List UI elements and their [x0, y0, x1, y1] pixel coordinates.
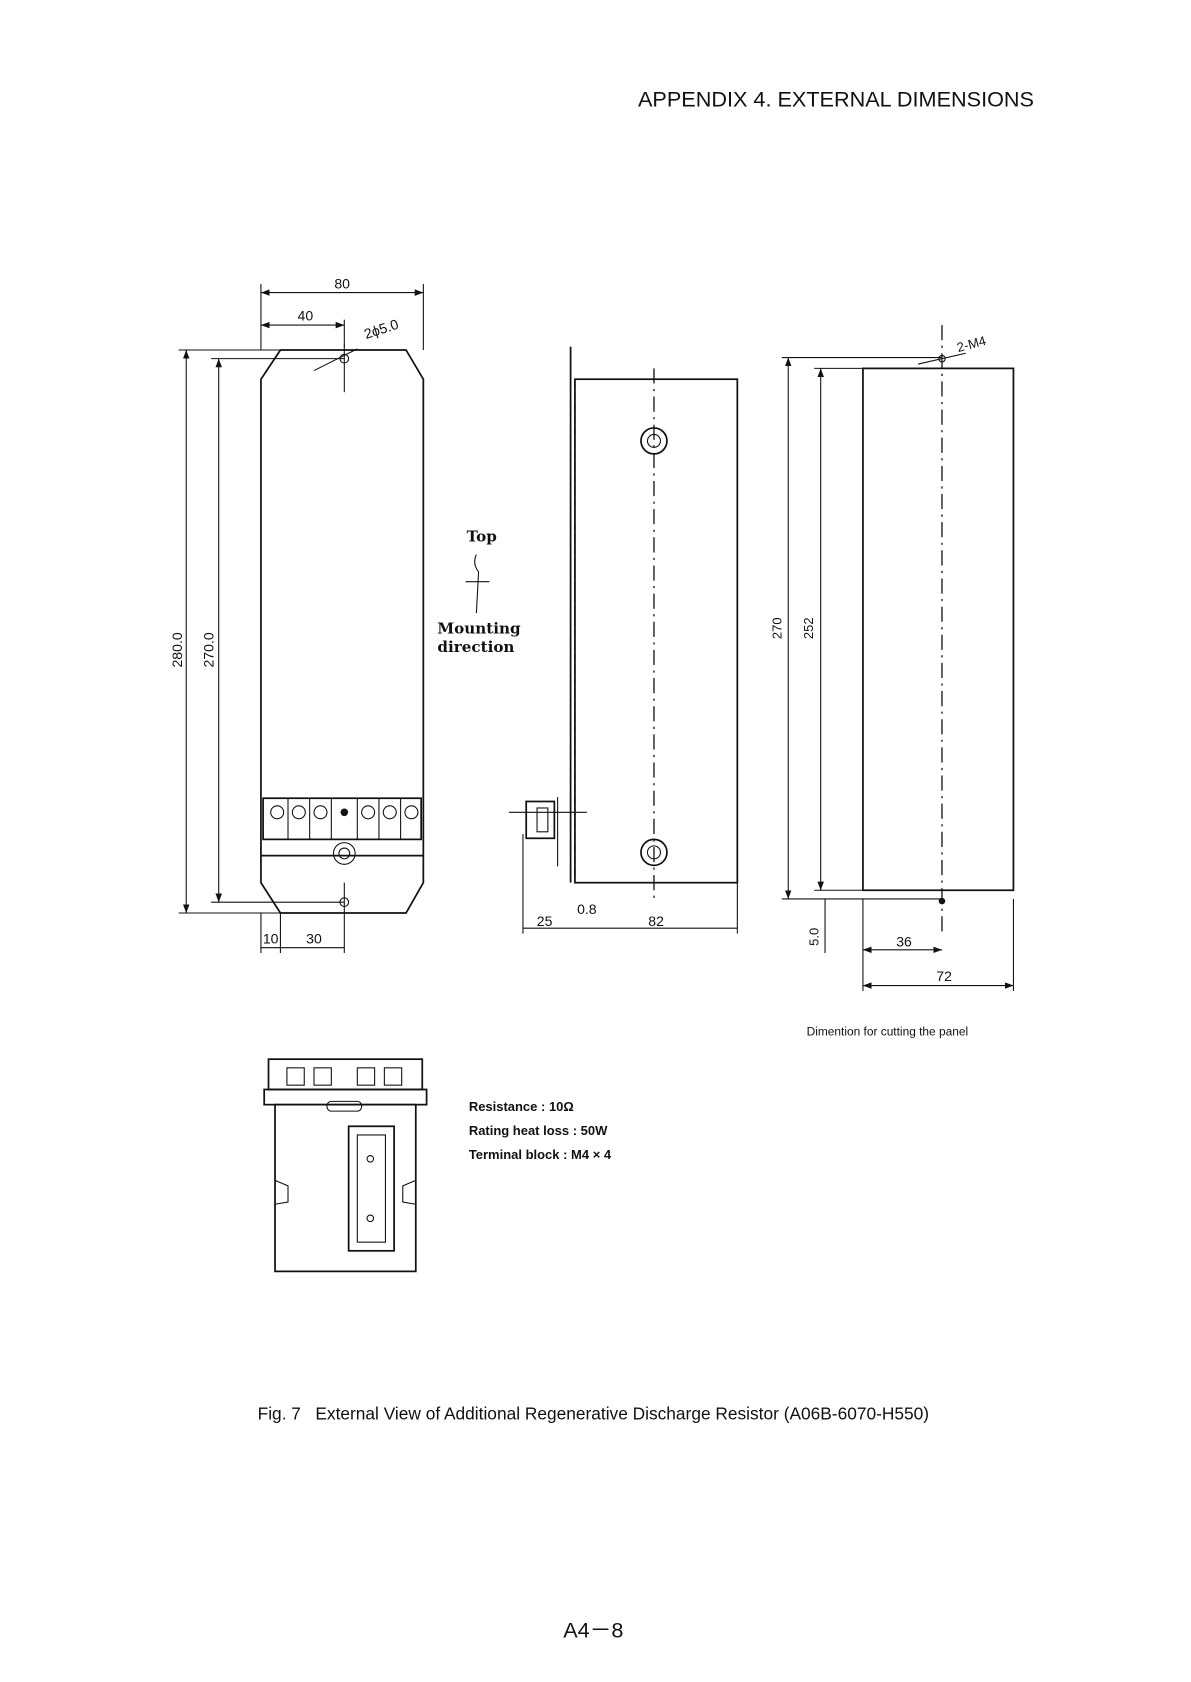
mounting-direction-note: Top Mounting direction	[437, 528, 521, 656]
dim-height-280: 280.0	[169, 632, 185, 667]
dim-flange-25: 25	[537, 913, 553, 929]
page-header: APPENDIX 4. EXTERNAL DIMENSIONS	[638, 86, 1034, 111]
page-number: A4－8	[563, 1617, 623, 1642]
panel-cut-caption: Dimention for cutting the panel	[807, 1024, 969, 1038]
dim-hole-offset-30: 30	[306, 930, 322, 946]
bottom-view	[263, 1058, 428, 1273]
front-view: 80 40 2ϕ5.0 280.0 270.0 10 30	[169, 275, 425, 954]
dim-screws-2-m4: 2-M4	[955, 333, 987, 355]
dim-depth-82: 82	[648, 913, 664, 929]
dim-height-270: 270.0	[200, 632, 216, 667]
top-label: Top	[467, 528, 497, 546]
dim-half-36: 36	[896, 934, 912, 950]
spec-resistance: Resistance : 10Ω	[469, 1099, 574, 1114]
dim-holes: 2ϕ5.0	[362, 316, 401, 342]
spec-list: Resistance : 10Ω Rating heat loss : 50W …	[469, 1099, 612, 1162]
dim-thickness-0-8: 0.8	[577, 901, 597, 917]
panel-cut-view: 2-M4 270 252 5.0 36 72 Dimention for cut…	[770, 325, 1015, 1038]
side-view: 25 0.8 82	[508, 346, 739, 934]
dim-outer-270: 270	[770, 617, 785, 639]
dim-width-72: 72	[936, 968, 952, 984]
spec-terminal-block: Terminal block : M4 × 4	[469, 1147, 612, 1162]
direction-label: direction	[437, 638, 514, 656]
figure-caption: Fig. 7 External View of Additional Regen…	[258, 1404, 929, 1424]
dim-offset-5-0: 5.0	[807, 928, 822, 946]
spec-heat-loss: Rating heat loss : 50W	[469, 1123, 608, 1138]
dim-inner-252: 252	[801, 617, 816, 639]
dim-half-width-40: 40	[298, 308, 314, 324]
dim-edge-10: 10	[263, 930, 279, 946]
dim-width-80: 80	[334, 275, 350, 291]
mounting-label: Mounting	[437, 620, 521, 638]
